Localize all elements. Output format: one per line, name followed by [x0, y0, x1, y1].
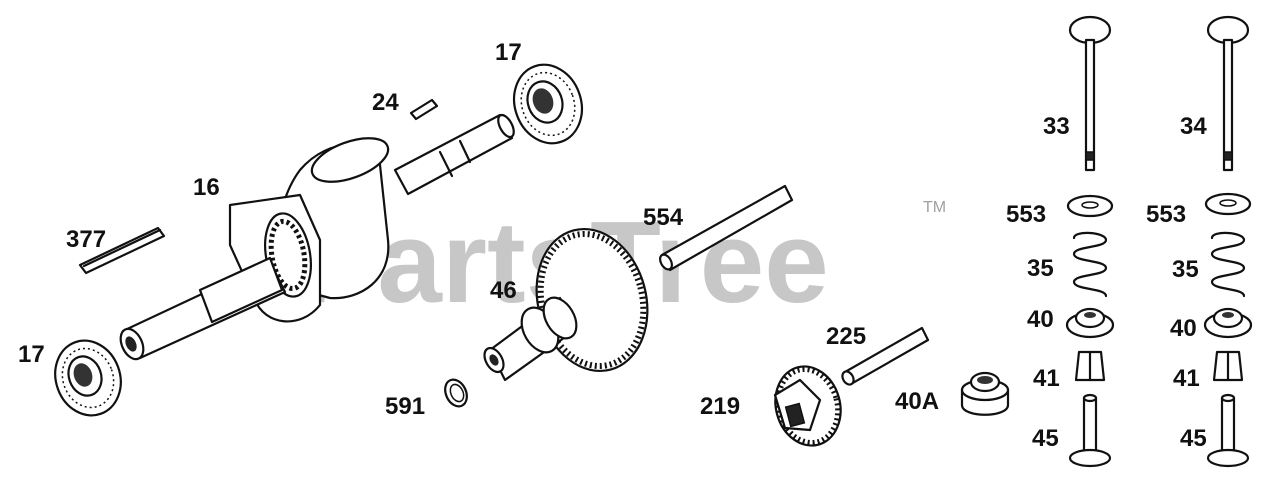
part-225-shaft[interactable]: [840, 326, 930, 387]
callout-40-right[interactable]: 40: [1170, 315, 1197, 342]
callout-554[interactable]: 554: [643, 204, 684, 231]
callout-17-top[interactable]: 17: [495, 39, 522, 66]
part-40-seal-right[interactable]: [1203, 307, 1253, 339]
callout-33[interactable]: 33: [1043, 113, 1070, 140]
callout-46[interactable]: 46: [490, 277, 517, 304]
part-219-governor-gear[interactable]: [767, 359, 850, 453]
callout-40A[interactable]: 40A: [895, 388, 939, 415]
callout-35-right[interactable]: 35: [1172, 256, 1199, 283]
callout-40-left[interactable]: 40: [1027, 306, 1054, 333]
part-17-bottom-bearing[interactable]: [45, 331, 131, 424]
callout-219[interactable]: 219: [700, 393, 740, 420]
part-35-spring-right[interactable]: [1210, 231, 1246, 298]
part-16-crankshaft[interactable]: [116, 113, 517, 363]
part-40-seal-left[interactable]: [1065, 307, 1115, 339]
part-554-shaft[interactable]: [658, 184, 794, 272]
part-41-keeper-right[interactable]: [1212, 350, 1244, 382]
part-17-top-bearing[interactable]: [503, 55, 592, 153]
callout-34[interactable]: 34: [1180, 113, 1207, 140]
part-40A-seal[interactable]: [960, 371, 1010, 416]
part-41-keeper-left[interactable]: [1074, 350, 1106, 382]
part-34-valve[interactable]: [1206, 15, 1250, 172]
callout-591[interactable]: 591: [385, 393, 425, 420]
callout-16[interactable]: 16: [193, 174, 220, 201]
callout-45-left[interactable]: 45: [1032, 425, 1059, 452]
callout-24[interactable]: 24: [372, 89, 399, 116]
part-377-key[interactable]: [78, 226, 166, 275]
callout-225[interactable]: 225: [826, 323, 866, 350]
part-45-lifter-right[interactable]: [1206, 393, 1250, 468]
part-553-retainer-right[interactable]: [1204, 192, 1252, 216]
callout-553-left[interactable]: 553: [1006, 201, 1046, 228]
part-33-valve[interactable]: [1068, 15, 1112, 172]
part-45-lifter-left[interactable]: [1068, 393, 1112, 468]
callout-17-bottom[interactable]: 17: [18, 341, 45, 368]
callout-35-left[interactable]: 35: [1027, 255, 1054, 282]
watermark-trademark: TM: [923, 199, 946, 216]
part-35-spring-left[interactable]: [1072, 231, 1108, 298]
callout-45-right[interactable]: 45: [1180, 425, 1207, 452]
part-591-ring[interactable]: [441, 376, 471, 410]
part-553-retainer-left[interactable]: [1066, 194, 1114, 218]
callout-553-right[interactable]: 553: [1146, 201, 1186, 228]
callout-41-right[interactable]: 41: [1173, 365, 1200, 392]
part-46-camshaft[interactable]: [481, 216, 663, 383]
callout-377[interactable]: 377: [66, 226, 106, 253]
callout-41-left[interactable]: 41: [1033, 365, 1060, 392]
part-24-key[interactable]: [409, 98, 439, 121]
